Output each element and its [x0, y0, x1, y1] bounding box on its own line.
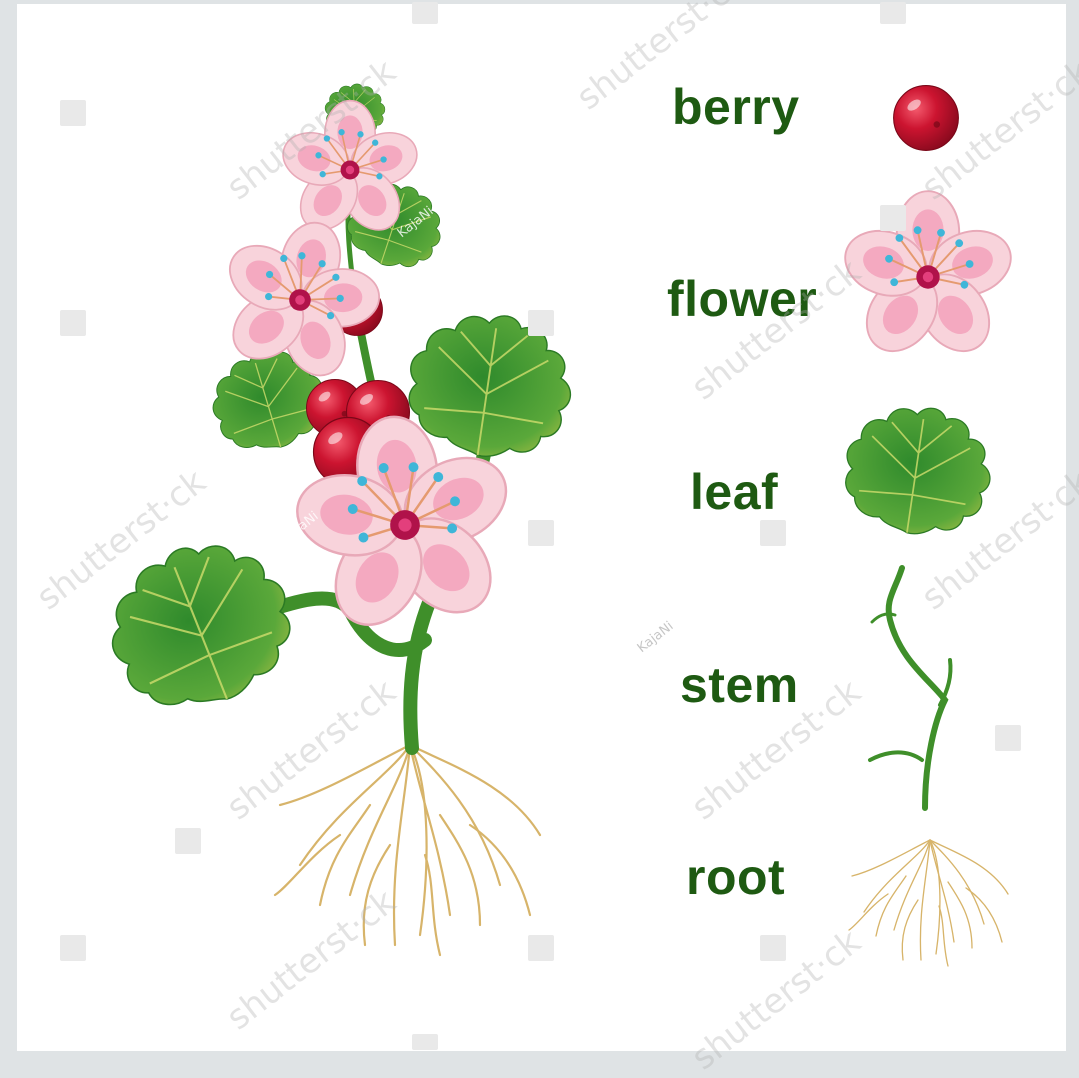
main-leaf-left	[89, 521, 311, 730]
stem-icon	[870, 568, 951, 808]
berry-icon	[894, 86, 959, 151]
watermark-tiles	[60, 2, 1021, 1050]
main-root	[275, 745, 540, 955]
leaf-icon	[835, 395, 1000, 545]
plant-diagram-svg	[0, 0, 1079, 1051]
flower-icon	[837, 191, 1019, 365]
root-icon	[849, 840, 1008, 966]
main-plant-illustration	[89, 84, 582, 955]
